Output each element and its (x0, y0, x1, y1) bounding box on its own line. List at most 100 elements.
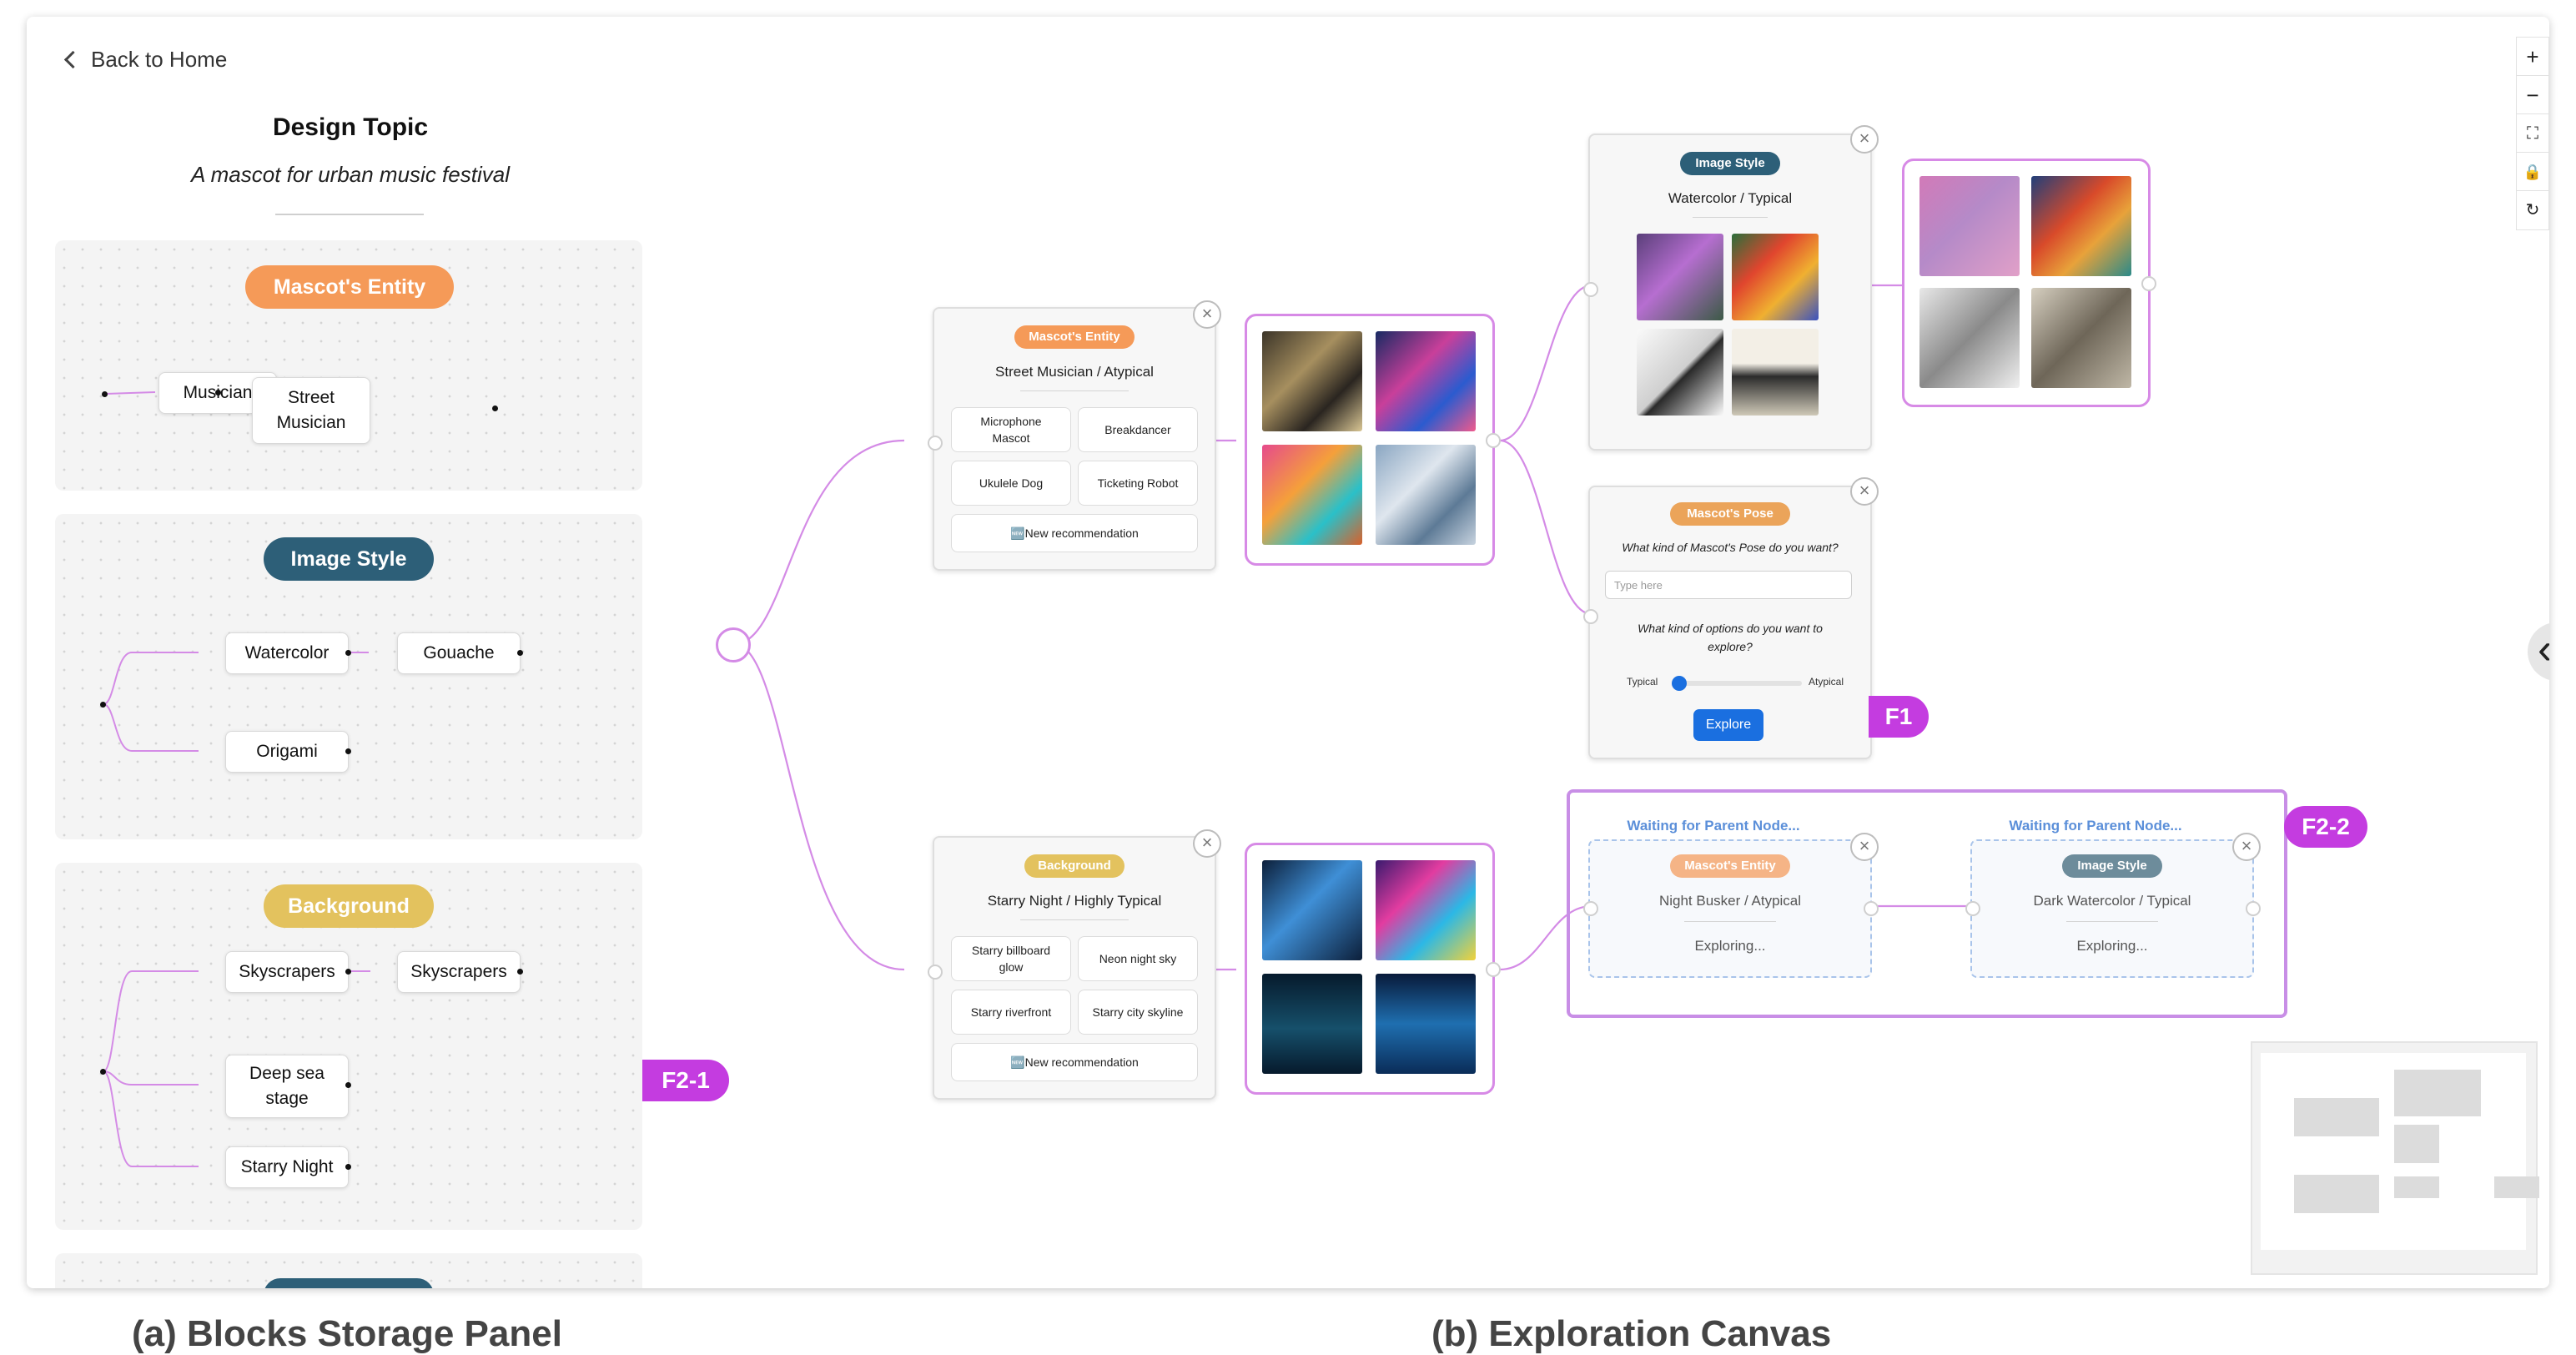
style-card-title: Image Style (264, 537, 434, 581)
block-gouache[interactable]: Gouache (397, 632, 521, 674)
lock-button[interactable]: 🔒 (2516, 152, 2549, 192)
close-icon[interactable]: × (1850, 125, 1879, 154)
waiting-node-entity[interactable]: Mascot's Entity Night Busker / Atypical … (1583, 839, 1879, 978)
block-street-musician[interactable]: Street Musician (252, 377, 370, 444)
background-card-links (103, 970, 370, 1167)
style-swatch-4[interactable] (1732, 329, 1819, 416)
waiting-node-style-title: Dark Watercolor / Typical (2033, 893, 2191, 909)
design-topic-text: A mascot for urban music festival (191, 162, 510, 187)
label-f1: F1 (1869, 696, 1929, 738)
waiting-node-entity-title: Night Busker / Atypical (1658, 893, 1802, 909)
background-node[interactable]: Background Starry Night / Highly Typical… (928, 836, 1216, 1100)
pose-options-question: What kind of options do you want to expl… (1638, 622, 1823, 653)
entity-option-ukulele-dog[interactable]: Ukulele Dog (951, 461, 1071, 506)
design-topic-title: Design Topic (272, 113, 429, 141)
close-icon[interactable]: × (1850, 477, 1879, 506)
background-option-riverfront[interactable]: Starry riverfront (951, 990, 1071, 1035)
chevron-left-icon (63, 50, 83, 69)
style-block-card: Image Style Watercolor Gouache Origami (55, 514, 642, 839)
explore-button[interactable]: Explore (1693, 709, 1763, 741)
waiting-node-style-tag: Image Style (2062, 854, 2162, 878)
image-style-1[interactable] (1919, 176, 2020, 276)
close-icon[interactable]: × (1193, 829, 1221, 858)
close-icon[interactable]: × (1193, 300, 1221, 329)
root-node[interactable] (716, 627, 751, 662)
zoom-out-button[interactable]: − (2516, 75, 2549, 115)
style-node-tag: Image Style (1680, 152, 1780, 175)
waiting-header-1: Waiting for Parent Node... (1627, 818, 1800, 834)
entity-node-tag: Mascot's Entity (1014, 325, 1135, 349)
entity-image-group (1245, 314, 1501, 566)
style-node-title: Watercolor / Typical (1668, 190, 1793, 206)
background-image-group (1245, 843, 1501, 1095)
reset-button[interactable]: ↻ (2516, 190, 2549, 230)
zoom-in-button[interactable]: + (2516, 37, 2549, 77)
background-new-recommendation-button[interactable]: 🆕New recommendation (951, 1043, 1198, 1081)
background-option-neon[interactable]: Neon night sky (1078, 936, 1198, 981)
entity-node[interactable]: Mascot's Entity Street Musician / Atypic… (928, 307, 1216, 571)
style-swatch-3[interactable] (1637, 329, 1723, 416)
caption-right: (b) Exploration Canvas (1431, 1313, 1832, 1354)
entity-block-card: Mascot's Entity Musician Street Musician (55, 240, 642, 491)
slider-thumb[interactable] (1672, 676, 1687, 691)
close-icon[interactable]: × (1850, 833, 1879, 861)
background-block-card: Background Skyscrapers Skyscrapers Deep … (55, 863, 642, 1230)
exploration-canvas[interactable]: Mascot's Entity Street Musician / Atypic… (674, 17, 2549, 1288)
pose-input[interactable]: Type here (1605, 571, 1852, 599)
background-option-billboard[interactable]: Starry billboard glow (951, 936, 1071, 981)
image-microphone-mascot[interactable] (1262, 331, 1362, 431)
image-style-4[interactable] (2031, 288, 2131, 388)
image-neon-sky[interactable] (1376, 860, 1476, 960)
block-starry-night[interactable]: Starry Night (225, 1146, 349, 1188)
background-option-skyline[interactable]: Starry city skyline (1078, 990, 1198, 1035)
back-label: Back to Home (91, 47, 228, 72)
entity-option-breakdancer[interactable]: Breakdancer (1078, 407, 1198, 452)
image-skyline[interactable] (1376, 974, 1476, 1074)
close-icon[interactable]: × (2232, 833, 2261, 861)
style-swatch-2[interactable] (1732, 234, 1819, 320)
next-block-card (55, 1253, 642, 1288)
app-window: Back to Home Design Topic A mascot for u… (27, 17, 2549, 1288)
image-style-2[interactable] (2031, 176, 2131, 276)
back-to-home-link[interactable]: Back to Home (63, 47, 228, 73)
typicality-slider[interactable] (1672, 676, 1802, 691)
entity-new-recommendation-button[interactable]: 🆕New recommendation (951, 514, 1198, 552)
style-image-group (1902, 159, 2156, 407)
minimap[interactable] (2251, 1041, 2539, 1275)
entity-card-links (104, 391, 253, 405)
waiting-node-entity-status: Exploring... (1694, 938, 1766, 954)
image-ticketing-robot[interactable] (1376, 445, 1476, 545)
image-style-3[interactable] (1919, 288, 2020, 388)
waiting-node-entity-tag: Mascot's Entity (1670, 854, 1790, 878)
pose-node-tag: Mascot's Pose (1670, 502, 1790, 526)
divider (275, 214, 424, 215)
background-node-title: Starry Night / Highly Typical (987, 893, 1162, 909)
entity-option-microphone-mascot[interactable]: Microphone Mascot (951, 407, 1071, 452)
label-f2-1: F2-1 (642, 1060, 729, 1101)
pose-question: What kind of Mascot's Pose do you want? (1622, 541, 1839, 554)
entity-node-title: Street Musician / Atypical (995, 364, 1154, 380)
style-node[interactable]: Image Style Watercolor / Typical (1583, 133, 1872, 451)
block-skyscrapers-1[interactable]: Skyscrapers (225, 951, 349, 993)
waiting-node-style[interactable]: Image Style Dark Watercolor / Typical Ex… (1965, 839, 2261, 978)
image-breakdancer[interactable] (1376, 331, 1476, 431)
block-skyscrapers-2[interactable]: Skyscrapers (397, 951, 521, 993)
image-riverfront[interactable] (1262, 974, 1362, 1074)
background-card-title: Background (264, 884, 434, 928)
style-swatch-1[interactable] (1637, 234, 1723, 320)
block-origami[interactable]: Origami (225, 731, 349, 773)
style-card-links (103, 652, 369, 752)
fit-view-button[interactable]: ⛶ (2516, 113, 2549, 154)
block-watercolor[interactable]: Watercolor (225, 632, 349, 674)
canvas-links (733, 284, 1969, 971)
waiting-header-2: Waiting for Parent Node... (2009, 818, 2182, 834)
slider-label-atypical: Atypical (1809, 676, 1844, 688)
block-deep-sea-stage[interactable]: Deep sea stage (225, 1055, 349, 1118)
waiting-node-style-status: Exploring... (2076, 938, 2148, 954)
entity-card-title: Mascot's Entity (245, 265, 454, 309)
image-ukulele-dog[interactable] (1262, 445, 1362, 545)
image-billboard[interactable] (1262, 860, 1362, 960)
entity-option-ticketing-robot[interactable]: Ticketing Robot (1078, 461, 1198, 506)
caption-left: (a) Blocks Storage Panel (132, 1313, 562, 1354)
pose-node[interactable]: Mascot's Pose What kind of Mascot's Pose… (1583, 486, 1872, 759)
